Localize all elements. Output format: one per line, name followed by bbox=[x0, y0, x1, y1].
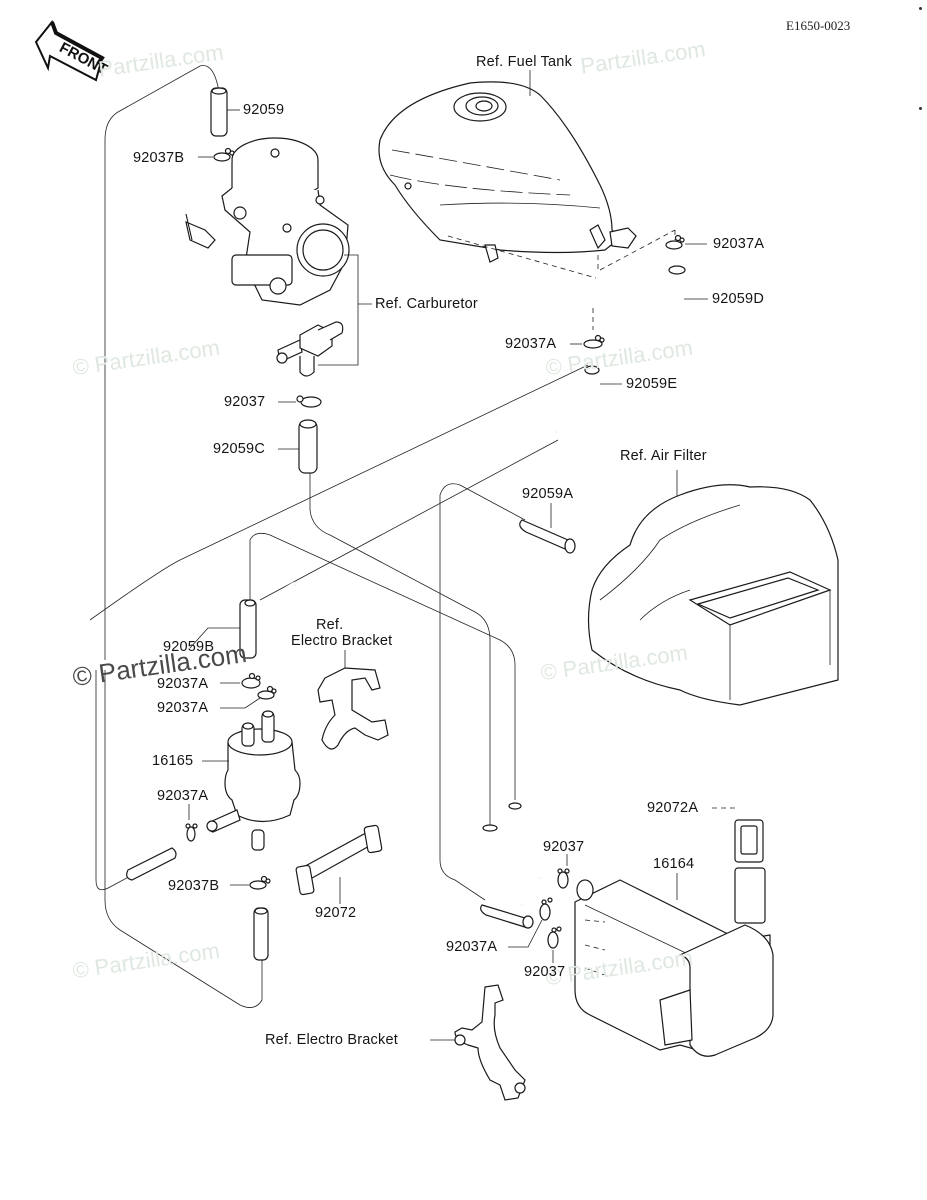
callout-ref-electro-bracket-1-line1: Ref. bbox=[316, 617, 344, 633]
clip-92037A-canister bbox=[508, 897, 553, 948]
hose-92059E bbox=[89, 364, 622, 621]
callout-92059: 92059 bbox=[243, 102, 285, 118]
hose-route-left bbox=[104, 65, 263, 1008]
clip-92037-carb bbox=[278, 395, 322, 408]
hose-92059C bbox=[249, 419, 516, 825]
clip-92037A-filter-1 bbox=[220, 672, 261, 689]
hoses-canister bbox=[480, 802, 542, 929]
callout-16165: 16165 bbox=[152, 753, 194, 769]
callout-92037A-tank: 92037A bbox=[713, 236, 765, 252]
clip-92037-canister-2 bbox=[547, 926, 562, 963]
callout-92072A: 92072A bbox=[647, 800, 699, 816]
clip-92037-canister-1 bbox=[557, 854, 570, 889]
callout-92037A-canister: 92037A bbox=[446, 939, 498, 955]
carburetor-drawing bbox=[185, 137, 350, 306]
band-92072 bbox=[295, 824, 383, 904]
fuel-filter-drawing bbox=[202, 710, 301, 851]
clip-92037A-filter-2 bbox=[220, 685, 277, 709]
hose-lower-vertical bbox=[253, 907, 269, 961]
carburetor-leader bbox=[318, 254, 372, 366]
tank-dashed-route bbox=[592, 229, 676, 330]
callout-16164: 16164 bbox=[653, 856, 695, 872]
callout-ref-carburetor: Ref. Carburetor bbox=[375, 296, 478, 312]
callout-92059D: 92059D bbox=[712, 291, 764, 307]
callout-92059B: 92059B bbox=[163, 639, 215, 655]
callout-92037A-mid: 92037A bbox=[505, 336, 557, 352]
callout-92037A-filter-2: 92037A bbox=[157, 700, 209, 716]
hose-92059A bbox=[439, 483, 576, 901]
hose-short-lower-left bbox=[126, 847, 177, 881]
drawing-code: E1650-0023 bbox=[786, 18, 851, 33]
callout-ref-fuel-tank: Ref. Fuel Tank bbox=[476, 54, 573, 70]
hose-92059 bbox=[210, 87, 240, 137]
callout-92059C: 92059C bbox=[213, 441, 265, 457]
callout-92072: 92072 bbox=[315, 905, 357, 921]
callout-92037B-top: 92037B bbox=[133, 150, 185, 166]
air-filter-drawing bbox=[587, 470, 839, 706]
callout-ref-electro-bracket-1-line2: Electro Bracket bbox=[291, 633, 393, 649]
fuel-tank-drawing bbox=[378, 70, 637, 263]
callout-92037-carb: 92037 bbox=[224, 394, 266, 410]
clip-92037B-bottom bbox=[230, 875, 271, 890]
callout-92037A-filter-3: 92037A bbox=[157, 788, 209, 804]
clip-92037B-top bbox=[198, 147, 235, 162]
hose-route-left-lower bbox=[95, 670, 137, 891]
electro-bracket-1 bbox=[317, 650, 389, 750]
scan-dot bbox=[919, 107, 922, 110]
canister-drawing bbox=[574, 873, 774, 1057]
hose-92059B bbox=[189, 581, 297, 660]
clip-92037A-mid bbox=[570, 334, 605, 349]
clip-92037A-filter-3 bbox=[185, 804, 198, 842]
callout-92037A-filter-1: 92037A bbox=[157, 676, 209, 692]
electro-bracket-2 bbox=[430, 984, 526, 1101]
callout-ref-electro-bracket-2: Ref. Electro Bracket bbox=[265, 1032, 398, 1048]
hose-92059D bbox=[634, 265, 708, 351]
callout-92037-canister-2: 92037 bbox=[524, 964, 566, 980]
t-joint bbox=[276, 321, 344, 377]
callout-92037B-bottom: 92037B bbox=[168, 878, 220, 894]
callout-92059A: 92059A bbox=[522, 486, 574, 502]
scan-dot bbox=[919, 7, 922, 10]
clip-92037A-tank bbox=[665, 234, 707, 250]
callout-92059E: 92059E bbox=[626, 376, 678, 392]
front-arrow-icon: FRONT bbox=[34, 19, 110, 82]
callout-ref-air-filter: Ref. Air Filter bbox=[620, 448, 707, 464]
callout-92037-canister-1: 92037 bbox=[543, 839, 585, 855]
tank-link-line bbox=[447, 235, 597, 279]
band-92072A bbox=[712, 807, 766, 924]
